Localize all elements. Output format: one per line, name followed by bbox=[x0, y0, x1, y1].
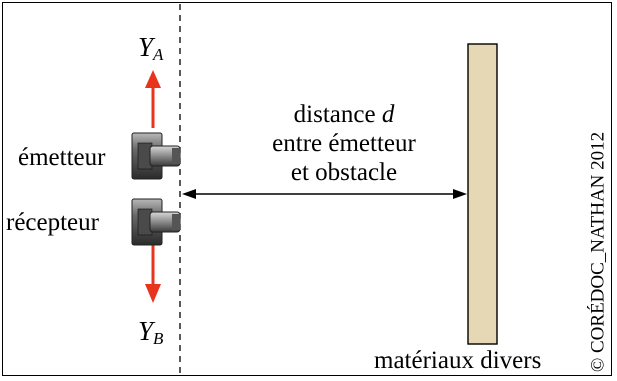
distance-variable: d bbox=[381, 101, 395, 128]
copyright-notice: © CORÉDOC_NATHAN 2012 bbox=[587, 131, 609, 373]
distance-arrowhead-left bbox=[182, 189, 196, 199]
arrowhead-up bbox=[145, 70, 161, 88]
distance-line-2: entre émetteur bbox=[272, 130, 416, 157]
obstacle-board bbox=[467, 43, 498, 345]
receiver-device bbox=[131, 198, 181, 246]
axis-label-ya: YA bbox=[138, 32, 164, 64]
arrowhead-down bbox=[145, 284, 161, 303]
distance-line-3: et obstacle bbox=[290, 159, 398, 186]
distance-line-1: distance d bbox=[232, 100, 456, 129]
distance-prefix: distance bbox=[293, 101, 382, 128]
axis-label-ya-sub: A bbox=[153, 45, 164, 64]
distance-arrowhead-right bbox=[453, 189, 467, 199]
axis-label-yb-sub: B bbox=[153, 329, 164, 348]
receiver-label: récepteur bbox=[6, 209, 99, 236]
emitter-label: émetteur bbox=[18, 144, 106, 171]
distance-description: distance d entre émetteur et obstacle bbox=[232, 100, 456, 187]
emitter-device bbox=[131, 132, 181, 180]
axis-label-yb: YB bbox=[138, 316, 164, 348]
axis-label-yb-base: Y bbox=[138, 316, 154, 346]
axis-label-ya-base: Y bbox=[138, 32, 154, 62]
materials-label: matériaux divers bbox=[374, 347, 542, 374]
diagram-frame bbox=[2, 2, 612, 376]
